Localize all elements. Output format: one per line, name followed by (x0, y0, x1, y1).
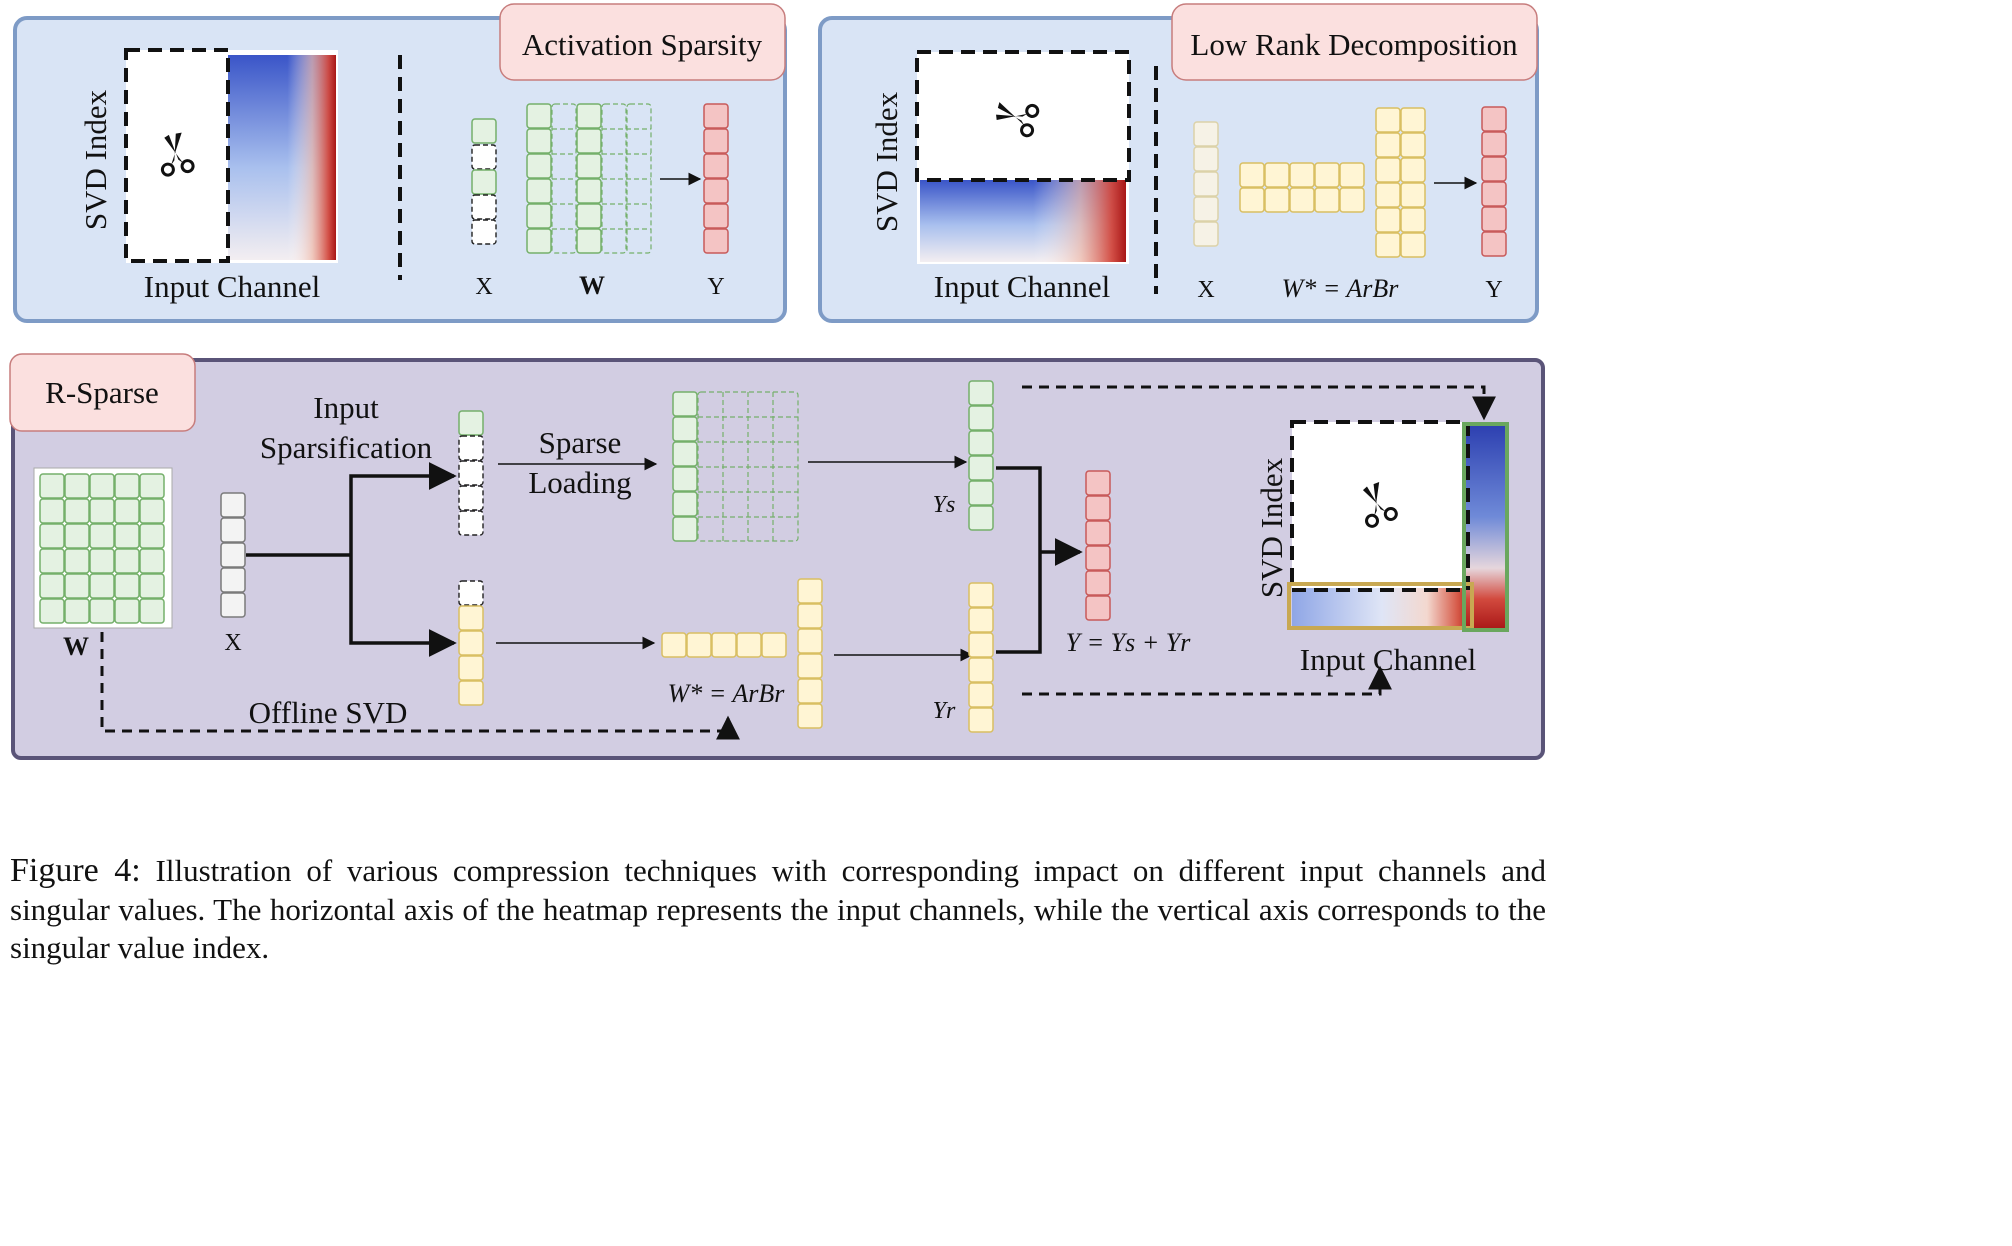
w-matrix-cell (64, 473, 90, 499)
ar-matrix (661, 632, 787, 658)
w-matrix-cell (89, 498, 115, 524)
branch-up-arrow (349, 462, 457, 555)
offline-svd-path (100, 632, 740, 740)
w-matrix-cell (114, 548, 140, 574)
activation-heatmap (124, 48, 338, 263)
w-matrix-cell (39, 573, 65, 599)
w-matrix-cell (139, 573, 165, 599)
yr-to-heatmap-path (1022, 665, 1392, 696)
yr-label: Yr (933, 698, 956, 724)
r-sparse-title: R-Sparse (45, 375, 159, 410)
w-matrix-cell (64, 498, 90, 524)
r-sparse-w-star-label: W* = ArBr (668, 679, 786, 708)
activation-x-axis-label: Input Channel (144, 269, 321, 304)
w-matrix-cell (39, 598, 65, 624)
low-rank-tag (1171, 3, 1538, 81)
figure-number: Figure 4: (10, 852, 141, 889)
low-rank-b-matrix (1375, 107, 1426, 258)
r-sparse-heatmap (1287, 420, 1509, 632)
w-matrix-cell (39, 498, 65, 524)
w-matrix-cell (39, 523, 65, 549)
w-matrix-cell (114, 498, 140, 524)
low-rank-x-vector (1193, 121, 1219, 247)
sparse-loading-line2: Loading (528, 465, 631, 500)
w-matrix-cell (89, 598, 115, 624)
sparse-w-matrix (672, 391, 799, 542)
sparse-x-vector (458, 410, 484, 536)
r-sparse-x-vector (220, 492, 246, 618)
merge-connector (996, 466, 1042, 654)
w-matrix-cell (64, 573, 90, 599)
activation-x-vector (471, 118, 497, 245)
low-rank-x-label: X (1197, 277, 1214, 303)
w-matrix-cell (89, 473, 115, 499)
low-rank-y-label: Y (1485, 277, 1502, 303)
w-matrix-cell (64, 523, 90, 549)
r-sparse-x-label: X (224, 630, 241, 656)
w-matrix-cell (139, 548, 165, 574)
w-matrix-cell (89, 548, 115, 574)
r-sparse-tag (9, 353, 196, 432)
r-sparse-w-matrix (33, 467, 173, 629)
r-sparse-x-axis-label: Input Channel (1300, 642, 1477, 677)
ys-to-heatmap-path (1022, 385, 1496, 421)
activation-w-matrix (526, 103, 652, 254)
low-rank-a-matrix (1239, 162, 1365, 213)
w-matrix-cell (114, 598, 140, 624)
offline-svd-label: Offline SVD (249, 695, 408, 730)
w-matrix-cell (114, 573, 140, 599)
activation-sparsity-panel: Activation Sparsity SVD Index Input Chan… (13, 3, 787, 323)
w-matrix-cell (114, 523, 140, 549)
low-rank-w-label: W* = ArBr (1282, 274, 1400, 303)
w-matrix-cell (39, 548, 65, 574)
ys-label: Ys (933, 492, 956, 518)
branch-down-arrow (349, 555, 457, 657)
activation-y-axis-label: SVD Index (78, 89, 113, 230)
low-rank-y-axis-label: SVD Index (869, 91, 904, 232)
activation-sparsity-tag (499, 3, 786, 81)
r-sparse-w-label: W (63, 632, 89, 661)
low-rank-heatmap (915, 50, 1131, 264)
input-sparsification-line2: Sparsification (260, 430, 433, 465)
w-matrix-cell (64, 548, 90, 574)
w-matrix-cell (89, 573, 115, 599)
low-rank-panel: Low Rank Decomposition SVD Index Input C… (818, 3, 1539, 323)
w-matrix-cell (114, 473, 140, 499)
activation-w-label: W (579, 271, 605, 300)
input-sparsification-line1: Input (313, 390, 379, 425)
w-matrix-cell (139, 523, 165, 549)
w-matrix-cell (39, 473, 65, 499)
y-sum-label: Y = Ys + Yr (1066, 628, 1192, 657)
caption-text: Illustration of various compression tech… (10, 853, 1547, 965)
low-rank-y-vector (1481, 106, 1507, 257)
w-matrix-cell (89, 523, 115, 549)
r-sparse-panel: R-Sparse W X Input Sparsification (9, 353, 1545, 760)
yr-vector (968, 582, 994, 733)
activation-y-vector (703, 103, 729, 254)
w-matrix-cell (64, 598, 90, 624)
activation-y-label: Y (707, 274, 724, 300)
br-matrix (797, 578, 823, 729)
figure-caption: Figure 4: Illustration of various compre… (10, 852, 1546, 968)
w-matrix-cell (139, 473, 165, 499)
compression-diagram: Activation Sparsity SVD Index Input Chan… (9, 3, 1545, 760)
y-output-vector (1085, 470, 1111, 621)
w-matrix-cell (139, 598, 165, 624)
sparse-loading-line1: Sparse (539, 425, 622, 460)
w-matrix-cell (139, 498, 165, 524)
low-rank-x-axis-label: Input Channel (934, 269, 1111, 304)
low-rank-x-vector (458, 580, 484, 706)
activation-x-label: X (475, 274, 492, 300)
ys-vector (968, 380, 994, 531)
r-sparse-y-axis-label: SVD Index (1254, 457, 1289, 598)
activation-sparsity-title: Activation Sparsity (522, 27, 763, 62)
low-rank-title: Low Rank Decomposition (1190, 27, 1518, 62)
